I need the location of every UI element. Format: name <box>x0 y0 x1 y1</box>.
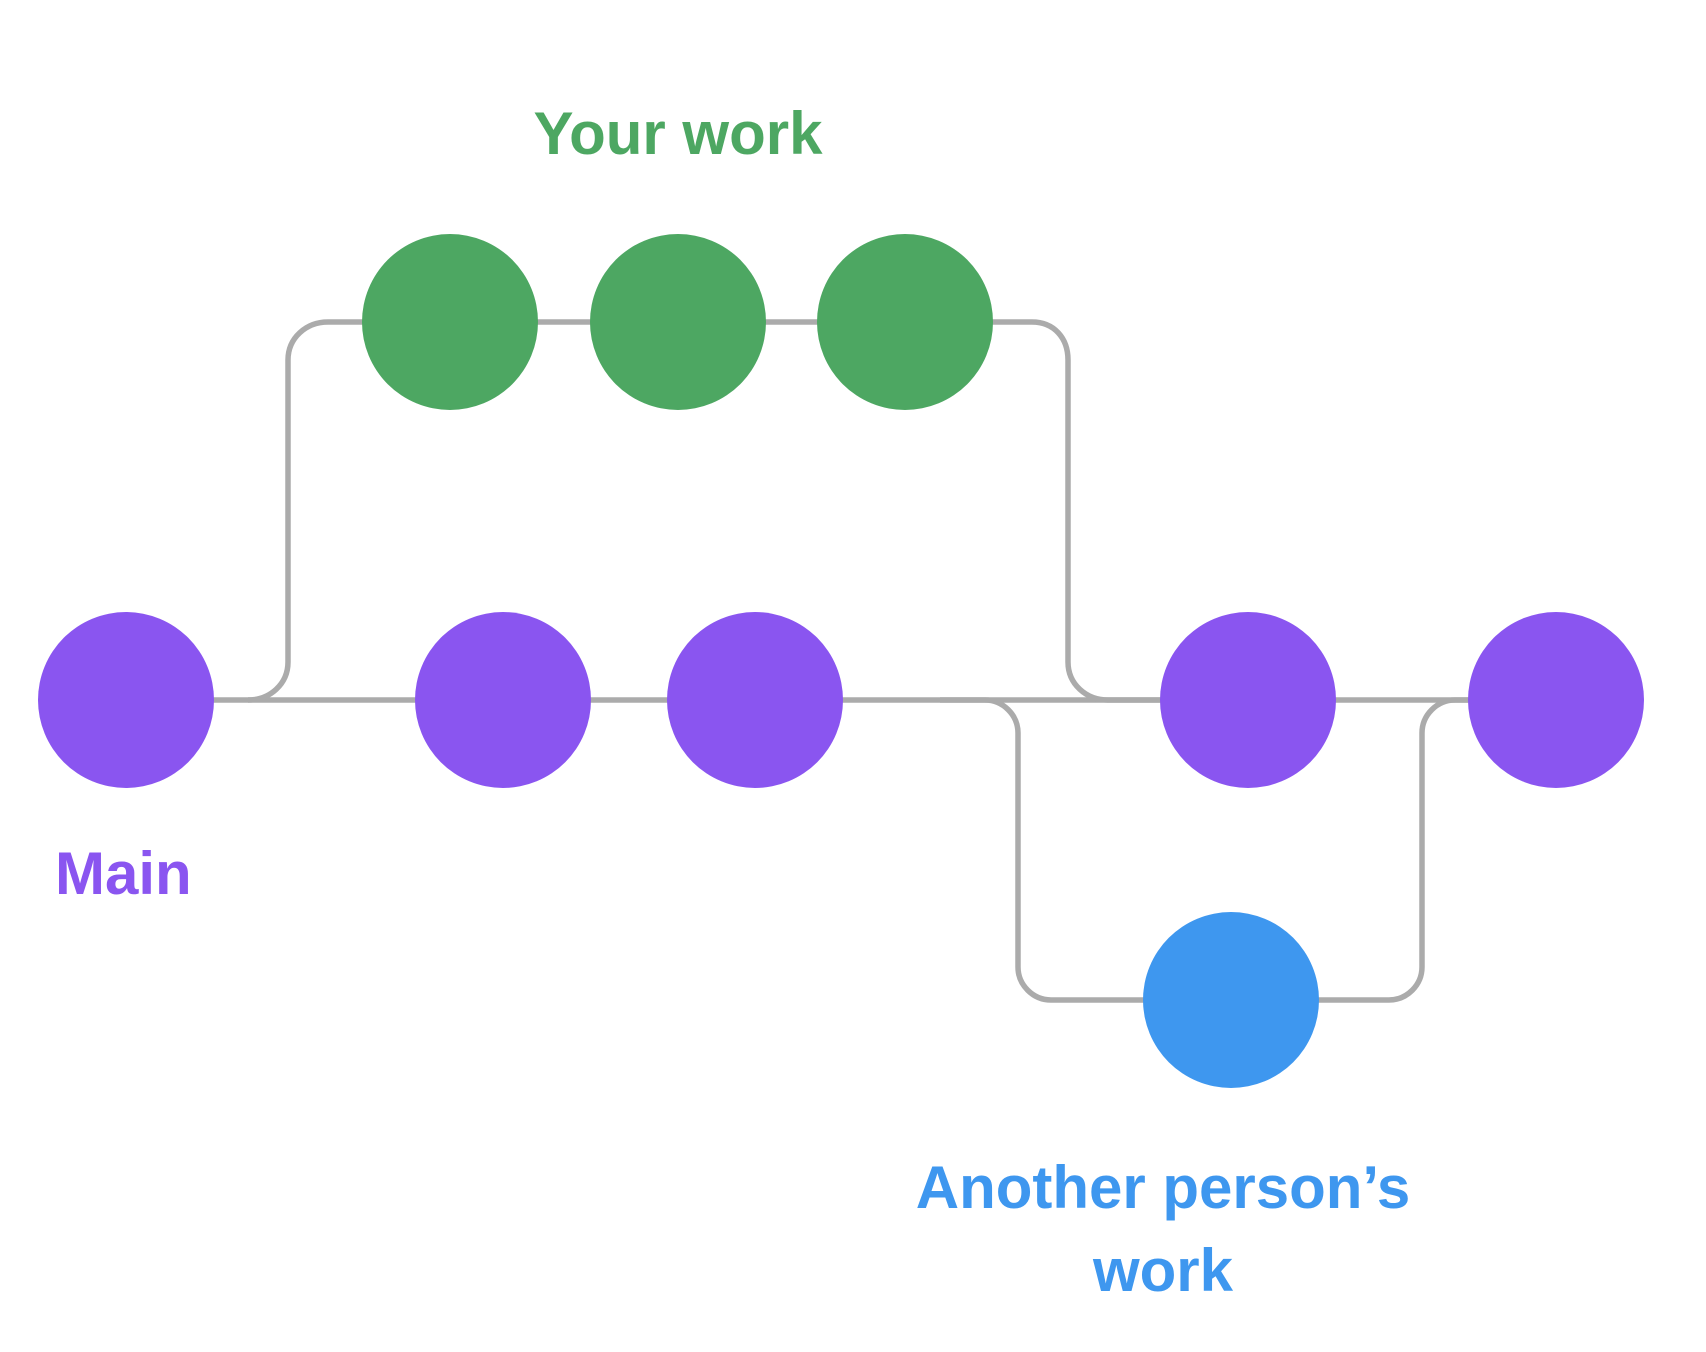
another-branch-out <box>940 697 1231 1003</box>
your-work-label: Your work <box>533 100 823 167</box>
another-person-work-label: Another person’s work <box>916 1146 1411 1312</box>
another-person-work-label-line1: Another person’s <box>915 1154 1411 1221</box>
main-commit-1 <box>38 612 214 788</box>
your-work-branch-out <box>247 319 905 703</box>
your-work-commit-3 <box>817 234 993 410</box>
another-person-work-label-line2: work <box>1092 1237 1234 1304</box>
your-work-merge-in <box>905 319 1165 703</box>
main-label: Main <box>55 840 192 907</box>
main-commit-3 <box>667 612 843 788</box>
main-commit-5 <box>1468 612 1644 788</box>
your-work-commit-1 <box>362 234 538 410</box>
main-commit-2 <box>415 612 591 788</box>
your-work-commit-2 <box>590 234 766 410</box>
another-merge-in <box>1231 697 1490 1003</box>
commit-nodes-layer <box>38 234 1644 1088</box>
main-commit-4 <box>1160 612 1336 788</box>
connector-lines-layer <box>126 319 1556 1003</box>
another-person-commit-1 <box>1143 912 1319 1088</box>
